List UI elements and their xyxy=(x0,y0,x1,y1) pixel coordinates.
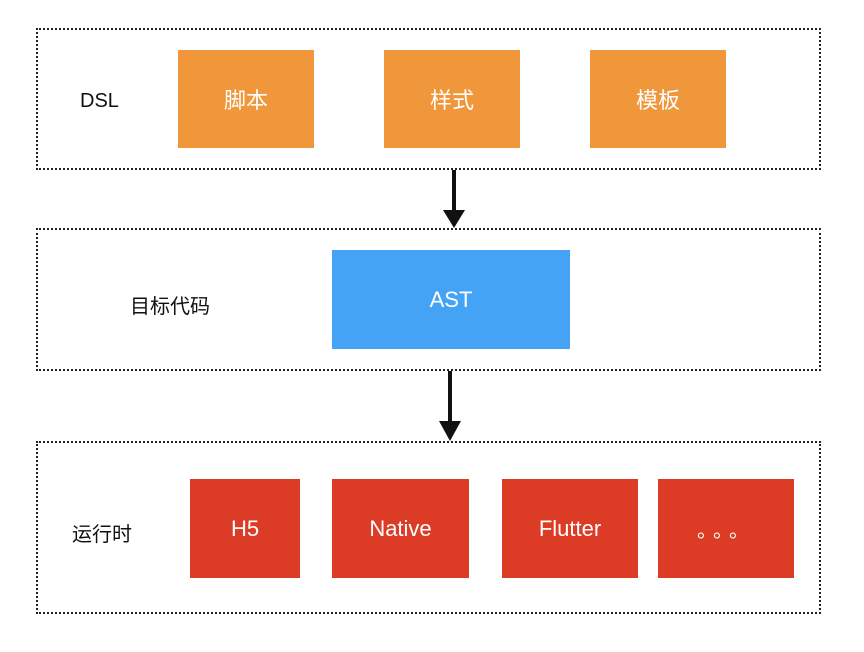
runtime-more-box: 。。。 xyxy=(658,479,794,578)
dsl-template-box: 模板 xyxy=(590,50,726,148)
runtime-group xyxy=(36,441,821,614)
dsl-style-box: 样式 xyxy=(384,50,520,148)
runtime-label: 运行时 xyxy=(72,524,132,546)
ast-box: AST xyxy=(332,250,570,349)
dsl-group xyxy=(36,28,821,170)
runtime-native-box: Native xyxy=(332,479,469,578)
arrow-down-icon xyxy=(439,371,461,441)
dsl-label: DSL xyxy=(80,90,119,112)
arrow-down-icon xyxy=(443,170,465,228)
target-code-group xyxy=(36,228,821,371)
target-code-label: 目标代码 xyxy=(130,296,210,318)
runtime-h5-box: H5 xyxy=(190,479,300,578)
dsl-script-box: 脚本 xyxy=(178,50,314,148)
runtime-flutter-box: Flutter xyxy=(502,479,638,578)
